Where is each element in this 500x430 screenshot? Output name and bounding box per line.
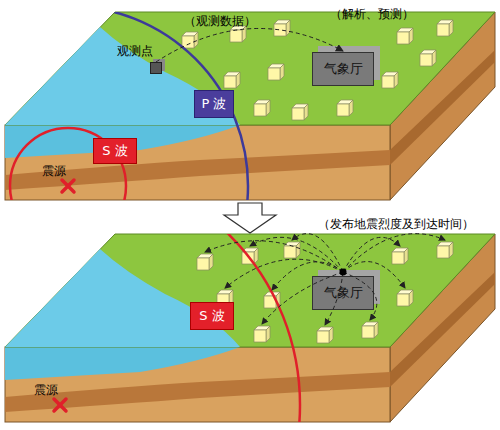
house (337, 100, 353, 116)
waves-top (0, 6, 248, 366)
house (182, 32, 198, 48)
node-text: 观测点 (117, 43, 153, 60)
node-text: S 波 (102, 142, 127, 160)
house (274, 20, 290, 36)
house (254, 100, 270, 116)
house (362, 322, 378, 338)
agency-building: 气象厅 (312, 52, 374, 86)
node-text: S 波 (199, 307, 224, 325)
process-note: （解析、预测） (330, 6, 414, 23)
house (382, 72, 398, 88)
house (317, 327, 333, 343)
broadcast-dot (340, 269, 347, 276)
house (292, 104, 308, 120)
p-wave-front (0, 6, 248, 366)
ground-block-top (5, 12, 495, 200)
node-text: 气象厅 (324, 60, 363, 78)
houses-top (182, 20, 453, 120)
house (254, 326, 270, 342)
broadcast-note: （发布地震烈度及到达时间） (318, 216, 474, 233)
house (397, 28, 413, 44)
house (197, 254, 213, 270)
ground-block-bottom (5, 234, 495, 422)
epicenter-mark (54, 399, 66, 411)
house (284, 242, 300, 258)
edge-label: （观测数据） (184, 13, 256, 30)
observation-point: 观测点 (150, 62, 162, 74)
house (392, 248, 408, 264)
epicenter-label: 震源 (42, 163, 66, 180)
s-wave-box: S 波 (190, 302, 234, 330)
down-arrow (224, 203, 276, 233)
houses-bottom (197, 242, 453, 343)
node-text: P 波 (202, 95, 227, 113)
epicenter-mark (62, 180, 74, 192)
node-text: 气象厅 (324, 284, 363, 302)
broadcast-arrows (205, 234, 445, 325)
house (437, 20, 453, 36)
house (397, 290, 413, 306)
waves-bottom (0, 165, 300, 430)
p-wave-box: P 波 (194, 90, 234, 118)
house (420, 50, 436, 66)
agency-building: 气象厅 (312, 276, 374, 310)
s-wave-front (0, 165, 300, 430)
house (224, 72, 240, 88)
house (268, 64, 284, 80)
house (230, 26, 246, 42)
house (437, 242, 453, 258)
epicenter-label: 震源 (34, 382, 58, 399)
s-wave-box: S 波 (93, 138, 137, 164)
